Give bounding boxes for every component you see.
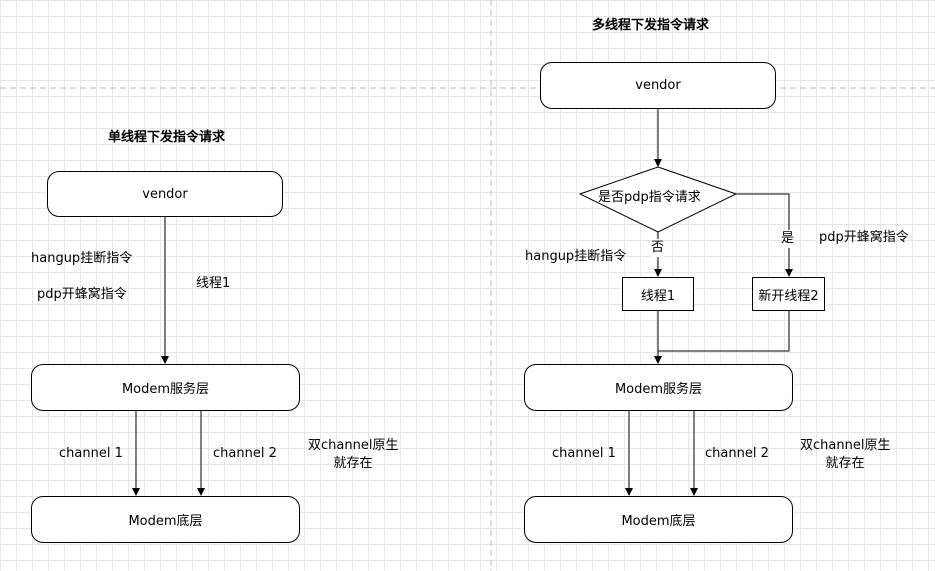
left-note-line2: 就存在 [333, 456, 373, 471]
right-edge-decision-to-thread2 [736, 193, 793, 277]
right-decision-label: 是否pdp指令请求 [598, 190, 701, 205]
left-label-hangup: hangup挂断指令 [31, 251, 133, 266]
right-yes-label: 是 [781, 230, 795, 248]
right-bottom-box: Modem底层 [524, 496, 793, 543]
right-service-box: Modem服务层 [524, 364, 793, 411]
right-thread1-box: 线程1 [622, 277, 694, 311]
right-thread2-box: 新开线程2 [752, 277, 825, 311]
left-label-thread: 线程1 [196, 276, 231, 291]
right-label-channel2: channel 2 [705, 446, 769, 461]
right-note-line2: 就存在 [825, 456, 865, 471]
right-label-pdp: pdp开蜂窝指令 [819, 230, 909, 245]
right-vendor-box: vendor [540, 62, 776, 109]
left-label-channel1: channel 1 [59, 446, 123, 461]
left-service-box: Modem服务层 [31, 364, 300, 411]
right-note: 双channel原生 就存在 [800, 437, 890, 473]
left-label-pdp: pdp开蜂窝指令 [37, 287, 127, 302]
left-note: 双channel原生 就存在 [308, 437, 398, 473]
left-title: 单线程下发指令请求 [108, 130, 226, 145]
left-note-line1: 双channel原生 [308, 438, 399, 453]
right-note-line1: 双channel原生 [800, 438, 891, 453]
left-vendor-box: vendor [47, 171, 283, 217]
right-edge-thread2-to-service [658, 311, 790, 352]
right-no-label: 否 [651, 239, 665, 257]
right-label-hangup: hangup挂断指令 [525, 249, 627, 264]
left-label-channel2: channel 2 [213, 446, 277, 461]
left-bottom-box: Modem底层 [31, 496, 300, 543]
right-label-channel1: channel 1 [552, 446, 616, 461]
right-title: 多线程下发指令请求 [592, 18, 710, 33]
